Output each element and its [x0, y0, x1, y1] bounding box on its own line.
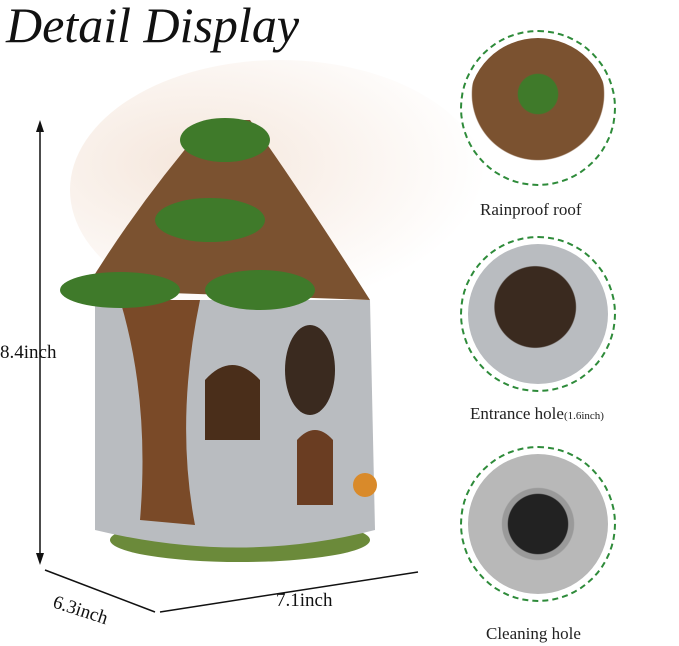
width-label: 7.1inch — [276, 590, 333, 611]
page-title: Detail Display — [6, 0, 300, 53]
height-label: 8.4inch — [0, 342, 57, 363]
cleaning-detail-circle — [460, 446, 616, 602]
width-arrow — [159, 571, 419, 613]
roof-detail-circle — [460, 30, 616, 186]
depth-arrow — [44, 569, 156, 613]
entrance-caption-label: Entrance hole — [470, 404, 564, 423]
roof-caption: Rainproof roof — [480, 200, 582, 219]
entrance-detail-circle — [460, 236, 616, 392]
cleaning-caption: Cleaning hole — [486, 624, 581, 643]
entrance-size-note: (1.6inch) — [563, 410, 604, 422]
entrance-caption: Entrance hole(1.6inch) — [470, 404, 604, 424]
